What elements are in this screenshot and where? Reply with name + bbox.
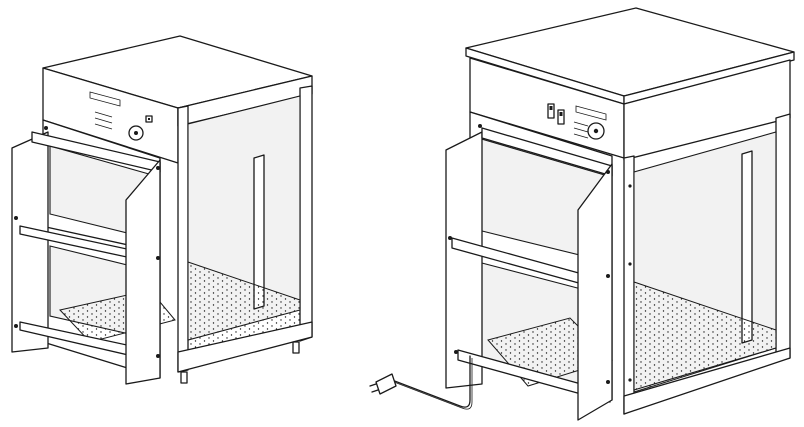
left-hinge-dot <box>156 166 160 170</box>
right-hinge-dot <box>606 380 610 384</box>
right-front-post <box>623 155 635 415</box>
left-right-door <box>125 159 161 385</box>
right-back-post <box>775 113 791 363</box>
left-panel-text-line <box>94 123 113 130</box>
right-hinge-dot <box>454 350 458 354</box>
switch-toggle <box>559 112 563 116</box>
indicator-icon <box>148 118 150 120</box>
power-cord-cable <box>391 355 471 408</box>
right-top-side-edge <box>623 51 795 105</box>
left-hinge-dot <box>156 256 160 260</box>
right-door-bottom-handle <box>457 349 611 403</box>
right-rivet-dot <box>628 378 632 382</box>
left-side-frame <box>177 105 189 373</box>
left-cabinet <box>11 35 313 385</box>
left-hinge-dot <box>44 126 48 130</box>
plug-icon <box>375 373 397 395</box>
right-hinge-dot <box>606 274 610 278</box>
right-cabinet <box>445 7 795 421</box>
dial-center <box>593 128 599 134</box>
left-hinge-dot <box>14 216 18 220</box>
right-base <box>623 347 791 415</box>
power-cord-cable-edge <box>393 358 473 410</box>
right-hinge-dot <box>448 236 452 240</box>
left-hinge-dot <box>14 324 18 328</box>
right-rivet-dot <box>628 262 632 266</box>
right-perforated-floor <box>633 281 777 393</box>
left-door <box>11 131 49 353</box>
left-foot-front <box>180 371 188 384</box>
right-right-door <box>577 163 613 421</box>
left-back-post <box>299 85 313 342</box>
switch-toggle <box>549 106 553 110</box>
right-panel-text-line <box>573 133 589 139</box>
plug-prong <box>369 383 377 387</box>
right-hinge-dot <box>478 124 482 128</box>
left-hinge-dot <box>156 354 160 358</box>
right-rivet-dot <box>628 184 632 188</box>
right-hinge-dot <box>606 170 610 174</box>
right-brand-plate <box>575 105 607 121</box>
left-panel-text-line <box>94 117 113 124</box>
right-interior-divider <box>741 150 753 344</box>
left-foot-back <box>292 341 300 354</box>
switch-icon <box>547 103 555 119</box>
plug-prong <box>371 389 379 393</box>
right-panel-text-line <box>573 127 589 133</box>
switch-icon <box>557 109 565 125</box>
right-door <box>445 131 483 389</box>
right-panel-text-line <box>573 121 589 127</box>
left-base <box>177 321 313 373</box>
left-panel-text-line <box>94 111 113 118</box>
left-brand-plate <box>89 91 121 107</box>
dial-center <box>134 131 138 135</box>
power-cord <box>369 355 473 410</box>
